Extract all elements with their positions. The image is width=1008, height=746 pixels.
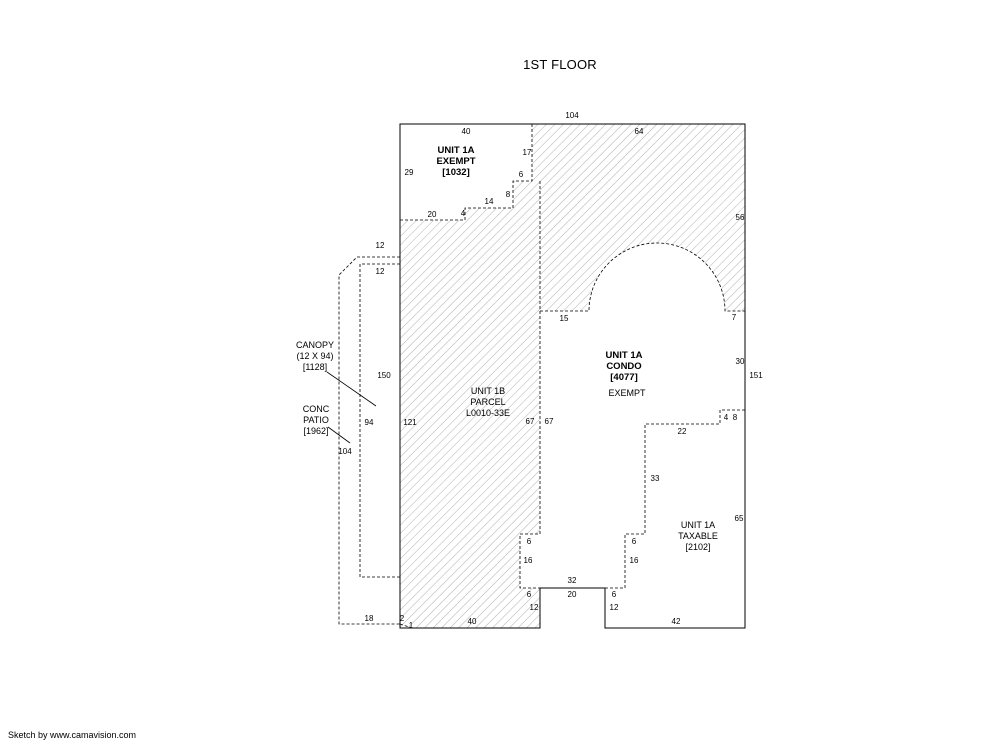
label-patio-2: PATIO <box>303 415 329 425</box>
dim-right-151: 151 <box>749 371 763 380</box>
dim-bottom-40: 40 <box>468 617 477 626</box>
label-unit1b-2: PARCEL <box>470 397 505 407</box>
internal-boundaries <box>400 124 745 589</box>
unit-1b-parcel-area <box>400 181 540 628</box>
label-unit1a-condo-2: CONDO <box>606 361 641 372</box>
dim-canopy-94: 94 <box>365 418 374 427</box>
patio-leader-line <box>327 426 351 444</box>
dim-bottom-2: 2 <box>400 614 405 623</box>
dim-notch-32: 32 <box>568 576 577 585</box>
label-canopy-3: [1128] <box>303 362 327 372</box>
label-patio-3: [1962] <box>303 426 328 436</box>
dim-notch-12b: 12 <box>610 603 619 612</box>
dim-notch-20: 20 <box>568 590 577 599</box>
dim-left-121: 121 <box>403 418 417 427</box>
label-unit1a-condo-1: UNIT 1A <box>606 350 643 361</box>
dim-top-left: 40 <box>462 127 471 136</box>
dim-step-14: 14 <box>485 197 494 206</box>
dim-mid-22: 22 <box>678 427 687 436</box>
label-unit1b-3: L0010-33E <box>466 408 510 418</box>
dim-canopy-inner: 12 <box>376 267 385 276</box>
dim-notch-6c: 6 <box>527 590 532 599</box>
label-canopy-1: CANOPY <box>296 340 334 350</box>
dim-right-7: 7 <box>732 313 737 322</box>
upper-right-hatched-area <box>532 124 745 311</box>
label-canopy-2: (12 X 94) <box>296 351 333 361</box>
dim-canopy-len: 150 <box>377 371 391 380</box>
label-unit1a-taxable-3: [2102] <box>685 542 710 552</box>
label-unit1a-exempt-2: EXEMPT <box>436 156 475 167</box>
dim-right-8: 8 <box>733 413 738 422</box>
dim-right-30: 30 <box>736 357 745 366</box>
dim-step-20a: 20 <box>428 210 437 219</box>
label-unit1a-exempt-3: [1032] <box>442 167 469 178</box>
footer-credit: Sketch by www.camavision.com <box>8 730 137 740</box>
dim-bottom-42: 42 <box>672 617 681 626</box>
dim-notch-6d: 6 <box>612 590 617 599</box>
dim-right-56: 56 <box>736 213 745 222</box>
dim-mid-67b: 67 <box>545 417 554 426</box>
dim-step-6a: 6 <box>519 170 524 179</box>
label-unit1a-taxable-1: UNIT 1A <box>681 520 715 530</box>
dim-right-4: 4 <box>724 413 729 422</box>
dim-mid-67a: 67 <box>526 417 535 426</box>
dim-notch-16a: 16 <box>524 556 533 565</box>
dim-patio-104: 104 <box>338 447 352 456</box>
dim-step-4a: 4 <box>461 209 466 218</box>
dim-top-right: 64 <box>635 127 644 136</box>
dim-notch-6a: 6 <box>527 537 532 546</box>
dim-curve-15: 15 <box>560 314 569 323</box>
label-patio-1: CONC <box>303 404 330 414</box>
dimension-labels: 104 40 64 29 17 6 8 14 4 20 56 12 12 150… <box>338 111 763 630</box>
dim-canopy-top: 12 <box>376 241 385 250</box>
canopy-patio <box>338 256 413 629</box>
dim-top-total: 104 <box>565 111 579 120</box>
canopy-leader-line <box>326 371 377 407</box>
dim-notch-16b: 16 <box>630 556 639 565</box>
label-unit1b-1: UNIT 1B <box>471 386 505 396</box>
label-exempt: EXEMPT <box>608 388 646 398</box>
dim-notch-6b: 6 <box>632 537 637 546</box>
dim-right-65: 65 <box>735 514 744 523</box>
dim-step-17: 17 <box>523 148 532 157</box>
label-unit1a-exempt-1: UNIT 1A <box>438 145 475 156</box>
dim-notch-12a: 12 <box>530 603 539 612</box>
dim-bottom-1: 1 <box>409 621 414 630</box>
dim-exempt-left: 29 <box>405 168 414 177</box>
label-unit1a-taxable-2: TAXABLE <box>678 531 718 541</box>
page-title: 1ST FLOOR <box>523 57 597 72</box>
dim-step-8: 8 <box>506 190 511 199</box>
dim-bottom-18: 18 <box>365 614 374 623</box>
label-unit1a-condo-3: [4077] <box>610 372 637 383</box>
dim-mid-33: 33 <box>651 474 660 483</box>
